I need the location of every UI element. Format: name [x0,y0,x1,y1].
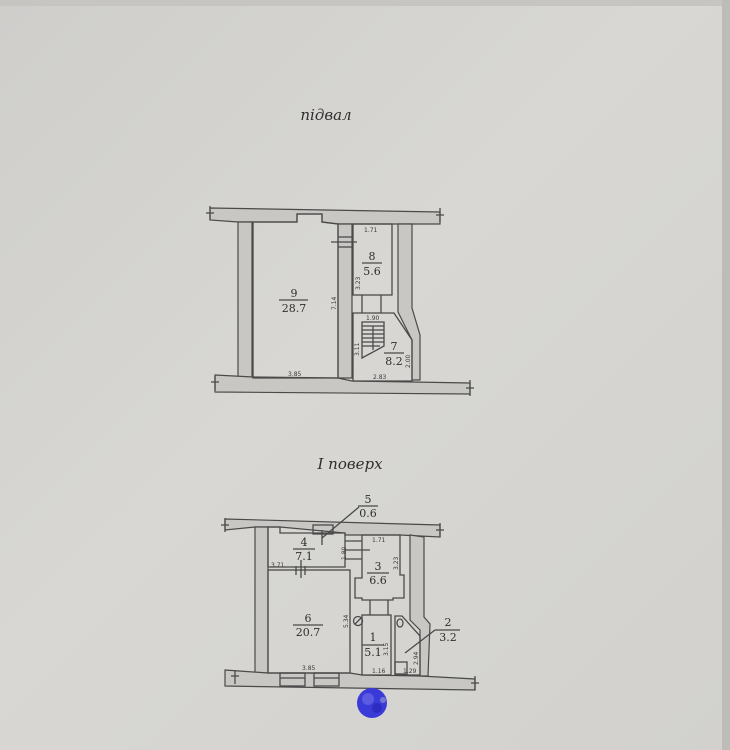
axis-tick [221,518,229,532]
stove-icon [352,615,364,627]
dimension-label: 3.11 [354,342,361,356]
paper-right-edge [722,0,730,750]
dimension-label: 7.14 [331,296,338,310]
axis-tick [206,206,214,220]
door-symbol [295,540,370,578]
dimension-label: 1.71 [372,537,386,544]
room-1-number: 1 [370,631,377,644]
room-6-number: 6 [305,612,312,625]
room-1-area: 5.1 [364,646,382,659]
axis-tick [231,670,239,684]
room-4-outline [267,526,346,568]
sink-icon [394,661,408,675]
basement-title: підвал [300,106,351,124]
axis-tick [466,380,474,396]
dimension-label: 3.85 [288,371,302,378]
room-5-number: 5 [365,493,372,506]
room-3-outline [354,534,405,601]
dimension-label: 3.85 [302,665,316,672]
leader-line [404,629,436,654]
dimension-label: 3.23 [393,556,400,570]
dimension-label: 5.34 [343,614,350,628]
stairs-symbol [361,321,385,360]
basement-right-wall [397,223,421,381]
window-symbol [279,672,340,687]
room-7-number: 7 [391,340,398,353]
dimension-label: 3.15 [383,642,390,656]
dimension-label: 1.71 [364,227,378,234]
basement-plan: 9 28.7 8 5.6 7 8.2 1.71 3.23 7.14 1.90 3… [206,206,474,396]
dimension-label: 3.71 [271,562,285,569]
room-8-area: 5.6 [363,265,381,278]
room-9-area: 28.7 [282,302,307,315]
dimension-label: 1.80 [341,546,348,560]
room-9-outline [252,213,339,379]
dimension-label: 1.29 [403,668,417,675]
basement-bottom-wall [214,374,471,395]
room-4-area: 7.1 [295,550,313,563]
room-5-area: 0.6 [359,507,377,520]
axis-tick [436,523,444,537]
basement-left-wall [237,221,253,379]
stove-icon-line [354,617,362,625]
room-7-area: 8.2 [385,355,403,368]
floor1-title: I поверх [316,455,383,473]
dimension-label: 1.16 [372,668,386,675]
floor1-plan: 5 0.6 4 7.1 3 6.6 6 20.7 1 5.1 2 3.2 1.8… [221,493,479,691]
room-3-number: 3 [375,560,382,573]
room-4-number: 4 [301,536,308,549]
room-6-area: 20.7 [296,626,321,639]
dimension-label: 3.23 [355,276,362,290]
door-symbol [331,236,357,248]
room-7-outline [352,312,413,382]
axis-tick [211,376,219,390]
toilet-icon [396,618,404,628]
dimension-label: 2.83 [373,374,387,381]
dimension-label: 2.00 [405,354,412,368]
axis-tick [436,208,444,222]
room-8-number: 8 [369,250,376,263]
room-8-outline [352,223,393,296]
room-2-area: 3.2 [439,631,457,644]
paper-top-edge [0,0,730,6]
room-9-number: 9 [291,287,298,300]
room-3-area: 6.6 [369,574,387,587]
dimension-label: 1.90 [366,315,380,322]
floor1-left-wall [254,526,269,674]
room-2-number: 2 [445,616,452,629]
room-6-outline [267,569,351,674]
ink-blot [357,688,387,718]
dimension-label: 2.94 [413,651,420,665]
axis-tick [471,676,479,690]
leader-line [321,506,360,539]
floor1-right-wall [409,534,431,677]
